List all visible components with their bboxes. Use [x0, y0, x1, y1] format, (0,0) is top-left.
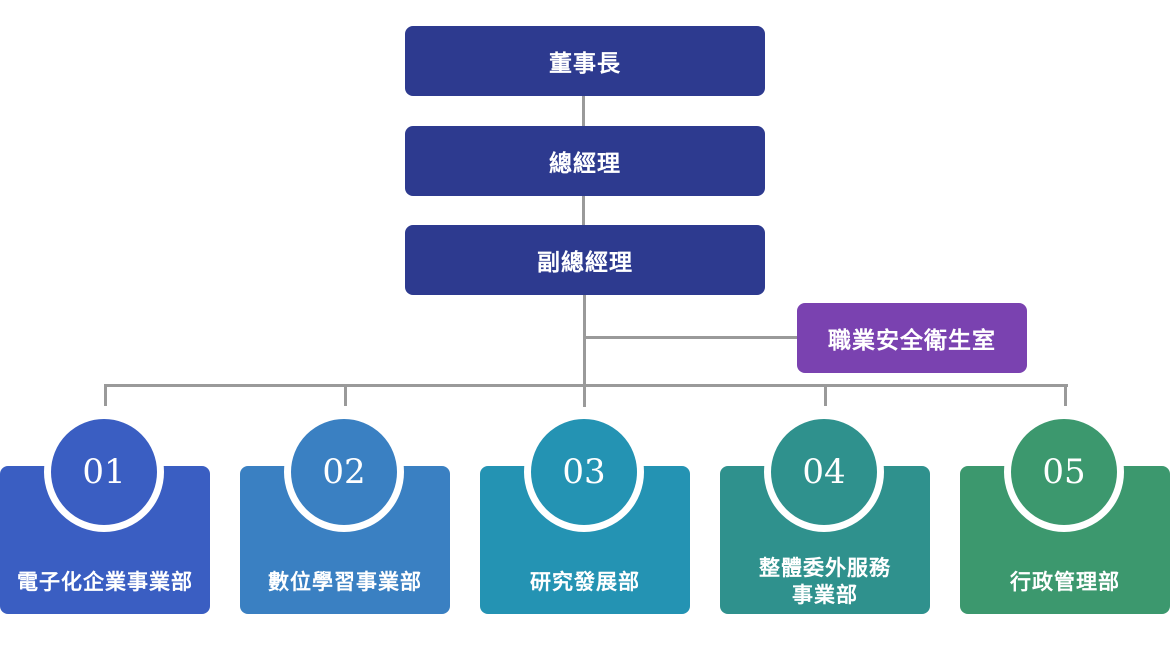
deputy-general-manager-label: 副總經理	[537, 250, 633, 276]
department-02: 02 數位學習事業部	[240, 412, 450, 614]
department-number: 02	[322, 452, 366, 492]
department-number-badge: 01	[44, 412, 164, 532]
department-name: 電子化企業事業部	[0, 552, 210, 612]
department-name-text: 數位學習事業部	[268, 569, 422, 594]
connector-dept-05	[1064, 384, 1067, 406]
department-name-text: 電子化企業事業部	[17, 569, 193, 594]
department-number: 05	[1042, 452, 1086, 492]
department-number-badge: 04	[764, 412, 884, 532]
department-03: 03 研究發展部	[480, 412, 690, 614]
department-number: 04	[802, 452, 846, 492]
connector-dept-01	[104, 384, 107, 406]
department-04: 04 整體委外服務 事業部	[720, 412, 930, 614]
department-name: 行政管理部	[960, 552, 1170, 612]
safety-office-box: 職業安全衛生室	[797, 303, 1027, 373]
connector-horizontal-bus	[105, 384, 1068, 387]
department-name: 研究發展部	[480, 552, 690, 612]
department-name: 數位學習事業部	[240, 552, 450, 612]
general-manager-box: 總經理	[405, 126, 765, 196]
connector-deputy-trunk	[583, 295, 586, 407]
general-manager-label: 總經理	[549, 151, 621, 177]
chairman-box: 董事長	[405, 26, 765, 96]
department-name-text: 研究發展部	[530, 569, 640, 594]
department-number: 03	[562, 452, 606, 492]
connector-dept-02	[344, 384, 347, 406]
department-name-text: 行政管理部	[1010, 569, 1120, 594]
department-number: 01	[82, 452, 126, 492]
department-number-badge: 02	[284, 412, 404, 532]
connector-gm-deputy	[582, 196, 585, 226]
department-name-line-2: 事業部	[792, 583, 858, 607]
department-01: 01 電子化企業事業部	[0, 412, 210, 614]
connector-dept-04	[824, 384, 827, 406]
chairman-label: 董事長	[549, 51, 621, 77]
safety-office-label: 職業安全衛生室	[828, 328, 996, 354]
department-name-line-1: 整體委外服務	[759, 556, 891, 580]
connector-chairman-gm	[582, 96, 585, 126]
department-05: 05 行政管理部	[960, 412, 1170, 614]
department-name: 整體委外服務 事業部	[720, 552, 930, 612]
department-number-badge: 05	[1004, 412, 1124, 532]
department-number-badge: 03	[524, 412, 644, 532]
connector-safety-branch	[584, 336, 797, 339]
deputy-general-manager-box: 副總經理	[405, 225, 765, 295]
